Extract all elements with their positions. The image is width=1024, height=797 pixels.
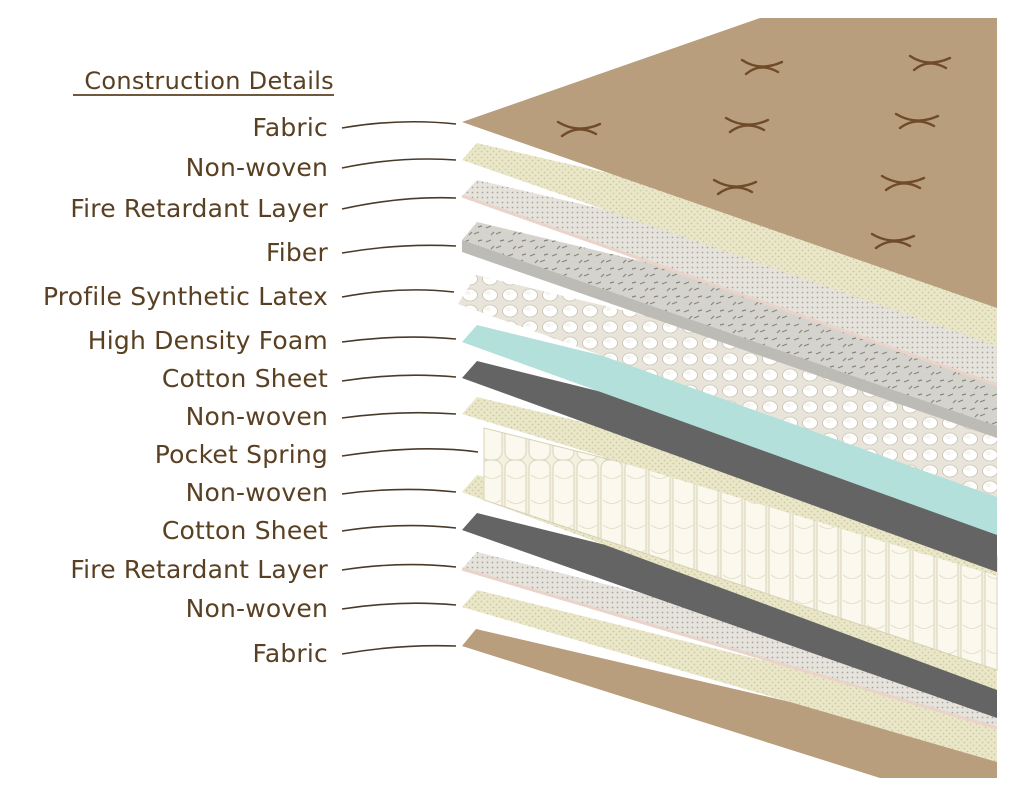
- leader-line: [341, 336, 457, 343]
- leader-line: [341, 374, 457, 382]
- leader-line: [341, 244, 457, 254]
- layer-high-density-foam: [462, 325, 997, 535]
- leader-line: [341, 289, 455, 298]
- tuft-stitches: [556, 54, 952, 250]
- label-fire-retardant-2: Fire Retardant Layer: [70, 555, 328, 584]
- label-cotton-sheet-1: Cotton Sheet: [162, 364, 328, 393]
- leader-line: [341, 602, 457, 610]
- label-nonwoven-3: Non-woven: [186, 478, 328, 507]
- diagram-title: Construction Details: [84, 67, 334, 95]
- layer-fabric-bottom: [462, 629, 997, 778]
- layer-fabric-top: [462, 18, 997, 308]
- label-nonwoven-2: Non-woven: [186, 402, 328, 431]
- label-fiber: Fiber: [266, 238, 329, 267]
- layer-nonwoven-2: [462, 397, 997, 576]
- layer-cotton-sheet-1: [462, 361, 997, 572]
- label-fabric-bottom: Fabric: [253, 639, 328, 668]
- label-high-density-foam: High Density Foam: [88, 326, 328, 355]
- layer-nonwoven-1: [462, 143, 997, 346]
- leader-line: [341, 524, 457, 532]
- label-fire-retardant-1: Fire Retardant Layer: [70, 194, 328, 223]
- layer-cotton-sheet-2: [462, 513, 997, 718]
- leader-line: [341, 644, 457, 655]
- leader-line: [341, 158, 457, 169]
- label-fabric-top: Fabric: [253, 113, 328, 142]
- label-nonwoven-1: Non-woven: [186, 153, 328, 182]
- label-nonwoven-4: Non-woven: [186, 594, 328, 623]
- leader-line: [341, 563, 457, 571]
- layer-fiber: [462, 222, 997, 438]
- leader-line: [341, 120, 457, 129]
- label-profile-synthetic-latex: Profile Synthetic Latex: [43, 282, 328, 311]
- layer-profile-synthetic-latex: [458, 275, 997, 497]
- label-pocket-spring: Pocket Spring: [155, 440, 328, 469]
- leader-line: [341, 411, 457, 419]
- layer-nonwoven-4: [462, 590, 997, 762]
- layer-fire-retardant-2: [461, 552, 998, 730]
- leader-line: [341, 196, 457, 210]
- label-cotton-sheet-2: Cotton Sheet: [162, 516, 328, 545]
- leader-line: [341, 488, 457, 495]
- leader-line: [341, 448, 479, 457]
- leader-lines: [341, 120, 479, 655]
- layer-fire-retardant-1: [461, 180, 998, 387]
